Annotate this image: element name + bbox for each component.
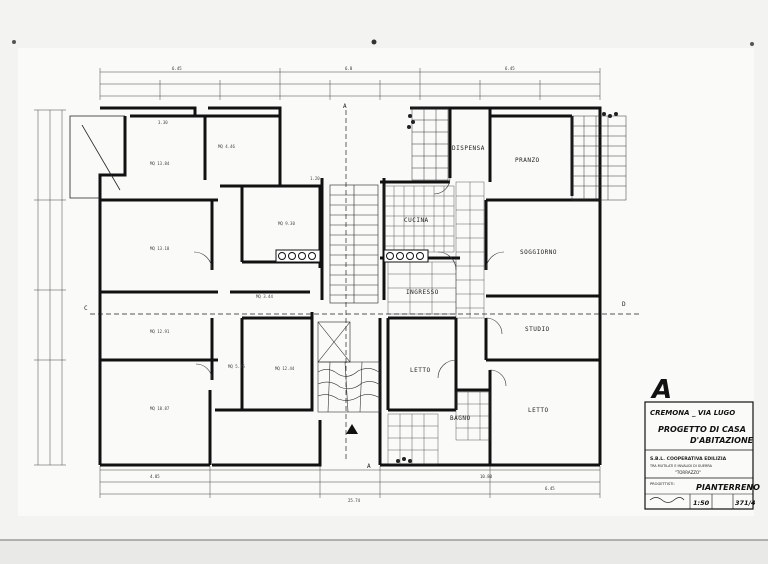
tb-project-line2: D'ABITAZIONE	[690, 436, 754, 445]
paper-bottom-band	[0, 540, 768, 564]
room-label-letto-right: LETTO	[528, 407, 549, 414]
tb-project-line1: PROGETTO DI CASA	[658, 425, 746, 434]
dim-bottom-right: 6.45	[545, 486, 555, 491]
terrace-tiles-right	[571, 115, 627, 201]
designer-signature	[649, 497, 685, 503]
tb-sheet-no: 371/4	[735, 499, 756, 507]
tb-coop-name: "TORRAZZO"	[675, 470, 701, 475]
room-label-letto-center: LETTO	[410, 367, 431, 374]
bay-window-left	[69, 115, 125, 199]
svg-text:MQ 13.84: MQ 13.84	[150, 161, 170, 166]
drawing-sheet	[18, 48, 754, 516]
kitchen-stove-row-left	[275, 249, 321, 263]
room-label-cucina: CUCINA	[404, 217, 429, 224]
svg-text:MQ 12.44: MQ 12.44	[275, 366, 295, 371]
dim-bottom-left: 4.85	[150, 474, 160, 479]
title-block: A CREMONA _ VIA LUGO PROGETTO DI CASA D'…	[644, 375, 760, 510]
dimension-lines-bottom	[99, 466, 601, 498]
dimension-lines-top	[99, 68, 601, 100]
room-label-ingresso: INGRESSO	[406, 289, 439, 296]
tb-floor: PIANTERRENO	[696, 483, 760, 492]
svg-text:MQ 5.75: MQ 5.75	[228, 364, 245, 369]
sheet-letter: A	[650, 375, 672, 405]
dim-top-right: 6.45	[505, 66, 515, 71]
svg-text:1.20: 1.20	[310, 176, 320, 181]
dim-top-mid: 6.8	[345, 66, 353, 71]
section-mark-d: D	[622, 301, 626, 308]
dim-bottom-mid: 10.80	[480, 474, 493, 479]
section-mark-a-bottom: A	[367, 463, 371, 470]
room-label-pranzo: PRANZO	[515, 157, 540, 164]
kitchen-tiles	[383, 181, 491, 465]
room-label-dispensa: DISPENSA	[452, 145, 485, 152]
pin-hole	[750, 42, 754, 46]
entrance-arrow-icon	[346, 424, 358, 434]
entrance-paving	[317, 361, 381, 413]
svg-text:MQ 4.46: MQ 4.46	[218, 144, 235, 149]
room-label-bagno: BAGNO	[450, 415, 471, 422]
room-label-studio: STUDIO	[525, 326, 550, 333]
stairwell	[317, 184, 379, 363]
room-label-soggiorno: SOGGIORNO	[520, 249, 557, 256]
walls-left-wing	[98, 106, 322, 467]
svg-text:MQ 13.18: MQ 13.18	[150, 246, 170, 251]
landing-tiles-top	[411, 107, 449, 181]
area-annotations: 3.30 MQ 13.84 MQ 4.46 MQ 13.18 MQ 9.30 M…	[150, 120, 320, 411]
section-lines	[90, 110, 640, 462]
svg-text:MQ 3.44: MQ 3.44	[256, 294, 273, 299]
pin-hole	[12, 40, 16, 44]
tb-coop: S.B.L. COOPERATIVA EDILIZIA	[650, 456, 727, 462]
door-swings	[193, 177, 507, 387]
tb-location: CREMONA _ VIA LUGO	[650, 409, 735, 417]
dim-top-left: 6.45	[172, 66, 182, 71]
section-mark-a-top: A	[343, 103, 347, 110]
tb-designers-label: PROGETTISTI:	[650, 482, 675, 486]
plant-ornaments	[396, 112, 618, 463]
pin-hole	[371, 39, 377, 45]
svg-text:MQ 12.91: MQ 12.91	[150, 329, 170, 334]
dimension-lines-left	[34, 109, 66, 466]
tb-scale: 1:50	[693, 499, 710, 507]
svg-text:MQ 18.87: MQ 18.87	[150, 406, 170, 411]
svg-text:3.30: 3.30	[158, 120, 168, 125]
dim-overall: 25.74	[348, 498, 361, 503]
section-mark-c: C	[84, 305, 88, 312]
kitchen-stove-row-right	[383, 249, 429, 263]
svg-text:MQ 9.30: MQ 9.30	[278, 221, 295, 226]
tb-coop-sub: TRA MUTILATI E INVALIDI DI GUERRA	[649, 464, 713, 468]
